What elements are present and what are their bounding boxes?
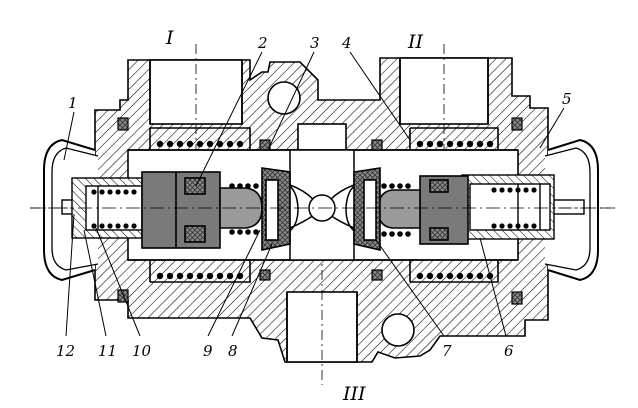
port-label-upper-right: II — [407, 31, 424, 53]
callout-1: 1 — [68, 94, 78, 112]
left-main-spring — [156, 140, 244, 280]
port-label-upper-left: I — [165, 27, 174, 49]
callout-12: 12 — [56, 342, 75, 360]
seal-rings — [117, 117, 523, 305]
right-main-spring — [416, 140, 494, 280]
left-small-spring — [91, 189, 137, 229]
callout-3: 3 — [310, 34, 320, 52]
central-passage — [267, 149, 377, 261]
leader-lines — [63, 51, 565, 337]
right-sleeve — [461, 174, 555, 240]
right-small-spring — [491, 187, 537, 229]
right-disc-spring — [381, 183, 411, 237]
right-valve-disc — [353, 167, 381, 252]
callout-6: 6 — [504, 342, 514, 360]
callout-9: 9 — [203, 342, 213, 360]
callout-labels: I II III 1 2 3 4 5 6 7 8 9 10 11 12 — [56, 27, 572, 405]
callout-11: 11 — [98, 342, 117, 360]
callout-2: 2 — [257, 34, 268, 52]
callout-8: 8 — [228, 342, 238, 360]
callout-4: 4 — [341, 34, 352, 52]
right-piston — [377, 175, 469, 245]
callout-7: 7 — [442, 342, 452, 360]
right-end-cap — [520, 138, 615, 282]
left-valve-disc — [261, 167, 291, 251]
callout-5: 5 — [562, 90, 572, 108]
callout-10: 10 — [132, 342, 152, 360]
springs — [91, 140, 537, 280]
left-disc-spring — [229, 183, 259, 235]
port-label-bottom: III — [342, 383, 366, 405]
